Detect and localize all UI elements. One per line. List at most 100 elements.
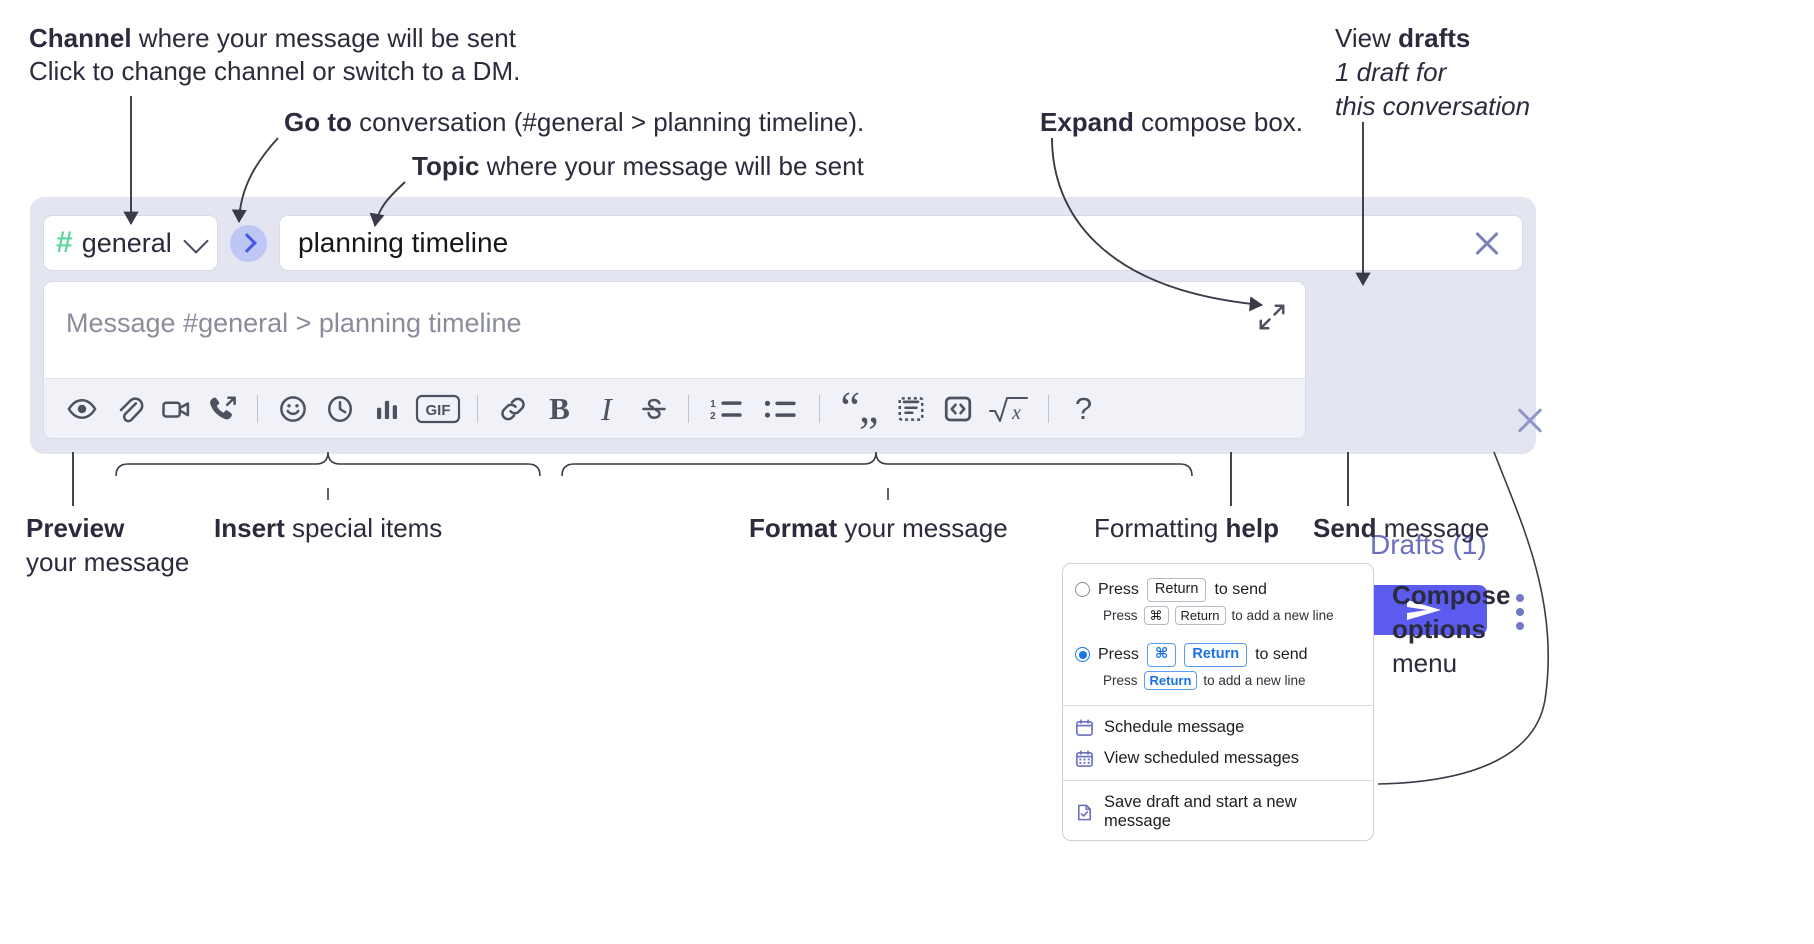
chevron-down-icon	[183, 227, 209, 254]
annotation-help: Formatting help	[1094, 512, 1279, 545]
option2-subtext: Press Return to add a new line	[1063, 669, 1373, 700]
key-return: Return	[1143, 670, 1198, 691]
annotation-format-rest: your message	[837, 513, 1008, 543]
menu-item-view-scheduled-messages[interactable]: View scheduled messages	[1063, 743, 1373, 774]
strikethrough-icon[interactable]	[630, 387, 677, 431]
video-camera-icon[interactable]	[152, 387, 199, 431]
channel-selector[interactable]: # general	[43, 215, 218, 271]
close-icon[interactable]	[1514, 405, 1546, 437]
bold-icon[interactable]: B	[536, 387, 583, 431]
annotation-goto-bold: Go to	[284, 107, 352, 137]
annotation-channel-rest: where your message will be sent	[131, 23, 516, 53]
option1-sub-pre: Press	[1103, 607, 1138, 623]
annotation-drafts-line3: this conversation	[1335, 90, 1531, 121]
svg-text:1: 1	[710, 398, 716, 409]
key-return: Return	[1146, 578, 1207, 602]
option2-sub-post: to add a new line	[1203, 672, 1306, 688]
annotation-drafts-line2: 1 draft for	[1335, 56, 1447, 87]
close-icon[interactable]	[1470, 226, 1504, 260]
topic-value: planning timeline	[298, 227, 509, 258]
help-glyph: ?	[1074, 391, 1093, 426]
compose-options-menu: Press Return to send Press ⌘ Return to a…	[1062, 563, 1374, 842]
annotation-format-bold: Format	[749, 513, 838, 543]
option-press-cmd-return-to-send[interactable]: Press ⌘ Return to send	[1063, 634, 1373, 669]
key-return: Return	[1174, 605, 1226, 626]
toolbar-divider	[257, 394, 258, 423]
help-icon[interactable]: ?	[1060, 387, 1107, 431]
key-return: Return	[1184, 643, 1248, 667]
link-icon[interactable]	[489, 387, 536, 431]
poll-bar-chart-icon[interactable]	[363, 387, 410, 431]
menu-item-label: View scheduled messages	[1104, 749, 1300, 768]
annotation-help-rest: Formatting	[1094, 513, 1226, 543]
annotation-compose-options-l2: options	[1392, 614, 1486, 645]
annotation-channel-bold: Channel	[29, 23, 132, 53]
annotation-help-bold: help	[1225, 513, 1279, 543]
blockquote-glyph: “„	[840, 383, 878, 433]
save-draft-icon	[1077, 804, 1092, 821]
clock-icon[interactable]	[316, 387, 363, 431]
brace-format	[561, 451, 1193, 477]
topic-input[interactable]: planning timeline	[279, 215, 1523, 271]
menu-item-schedule-message[interactable]: Schedule message	[1063, 712, 1373, 743]
inline-code-icon[interactable]	[934, 387, 981, 431]
annotation-preview-rest: your message	[26, 546, 190, 577]
option-press-return-to-send[interactable]: Press Return to send	[1063, 569, 1373, 604]
menu-item-save-draft[interactable]: Save draft and start a new message	[1063, 787, 1373, 840]
phone-call-icon[interactable]	[199, 387, 246, 431]
preview-icon[interactable]	[58, 387, 105, 431]
key-command: ⌘	[1146, 643, 1177, 667]
message-input-area[interactable]: Message #general > planning timeline	[43, 281, 1306, 439]
annotation-goto: Go to conversation (#general > planning …	[284, 106, 864, 139]
radio-button[interactable]	[1075, 582, 1090, 598]
annotation-topic-rest: where your message will be sent	[479, 151, 864, 181]
option1-post: to send	[1214, 580, 1267, 598]
annotation-preview: Preview your message	[26, 512, 189, 580]
annotation-format: Format your message	[749, 512, 1008, 545]
annotation-expand: Expand compose box.	[1040, 106, 1303, 139]
annotation-insert-bold: Insert	[214, 513, 285, 543]
math-latex-icon[interactable]: x	[981, 387, 1037, 431]
calendar-schedule-icon	[1076, 719, 1093, 737]
blockquote-icon[interactable]: “„	[831, 383, 887, 433]
gif-icon[interactable]: GIF	[410, 387, 466, 431]
annotation-expand-bold: Expand	[1040, 107, 1134, 137]
annotation-send-rest: message	[1376, 513, 1490, 543]
code-block-icon[interactable]	[887, 387, 934, 431]
annotation-preview-bold: Preview	[26, 513, 125, 543]
expand-icon[interactable]	[1257, 302, 1287, 332]
option1-subtext: Press ⌘ Return to add a new line	[1063, 604, 1373, 635]
toolbar-divider	[688, 394, 689, 423]
go-to-conversation-button[interactable]	[230, 224, 267, 262]
annotation-compose-options: Compose options menu	[1392, 578, 1510, 680]
annotation-drafts: View drafts 1 draft for this conversatio…	[1335, 22, 1530, 123]
menu-divider	[1063, 705, 1373, 707]
kebab-dot	[1516, 608, 1524, 616]
message-placeholder: Message #general > planning timeline	[66, 308, 522, 338]
channel-name-label: general	[81, 227, 172, 258]
hash-icon: #	[56, 226, 73, 259]
toolbar-divider	[477, 394, 478, 423]
annotation-topic-bold: Topic	[412, 151, 480, 181]
annotation-send-bold: Send	[1313, 513, 1377, 543]
ordered-list-icon[interactable]: 1 2	[700, 387, 754, 431]
svg-text:x: x	[1011, 402, 1021, 424]
menu-item-label: Schedule message	[1104, 718, 1245, 737]
attachment-icon[interactable]	[105, 387, 152, 431]
svg-text:2: 2	[710, 411, 716, 422]
italic-glyph: I	[601, 390, 612, 427]
italic-icon[interactable]: I	[583, 387, 630, 431]
menu-item-label: Save draft and start a new message	[1104, 793, 1297, 831]
bulleted-list-icon[interactable]	[754, 387, 808, 431]
svg-text:GIF: GIF	[426, 402, 451, 419]
annotation-insert-rest: special items	[284, 513, 443, 543]
kebab-dot	[1516, 622, 1524, 630]
compose-options-menu-button[interactable]	[1512, 589, 1528, 635]
radio-button-selected[interactable]	[1075, 647, 1090, 663]
menu-divider	[1063, 780, 1373, 782]
toolbar-divider	[1048, 394, 1049, 423]
annotation-compose-options-l3: menu	[1392, 648, 1458, 679]
formatting-toolbar: GIF B I	[44, 378, 1305, 438]
emoji-icon[interactable]	[269, 387, 316, 431]
